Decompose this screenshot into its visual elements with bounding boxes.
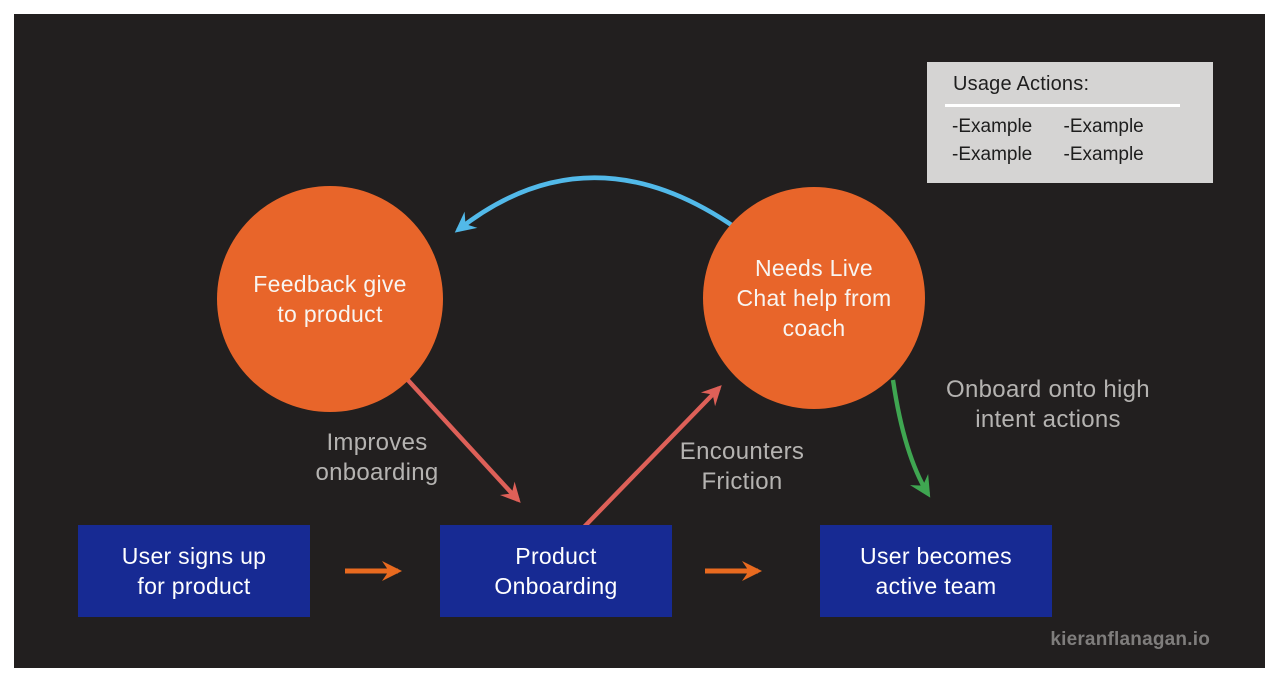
legend-title: Usage Actions: xyxy=(953,73,1090,95)
legend-item: -Example xyxy=(1063,116,1144,137)
node-live-chat-circle: Needs Live Chat help from coach xyxy=(703,187,925,409)
legend-divider xyxy=(945,104,1180,107)
node-user-signs-up: User signs up for product xyxy=(78,525,310,617)
node-user-becomes-active: User becomes active team xyxy=(820,525,1052,617)
legend-items: -Example -Example -Example -Example xyxy=(927,116,1213,166)
node-product-onboarding: Product Onboarding xyxy=(440,525,672,617)
usage-actions-legend: Usage Actions: -Example -Example -Exampl… xyxy=(927,62,1213,183)
watermark: kieranflanagan.io xyxy=(1050,629,1210,650)
legend-item: -Example xyxy=(952,144,1033,165)
edge-label-onboard-high-intent: Onboard onto high intent actions xyxy=(946,376,1150,433)
edge-label-improves-onboarding: Improves onboarding xyxy=(315,429,439,486)
legend-item: -Example xyxy=(952,116,1033,137)
legend-item: -Example xyxy=(1063,144,1144,165)
edge-label-encounters-friction: Encounters Friction xyxy=(679,438,805,495)
node-feedback-circle: Feedback give to product xyxy=(217,186,443,412)
